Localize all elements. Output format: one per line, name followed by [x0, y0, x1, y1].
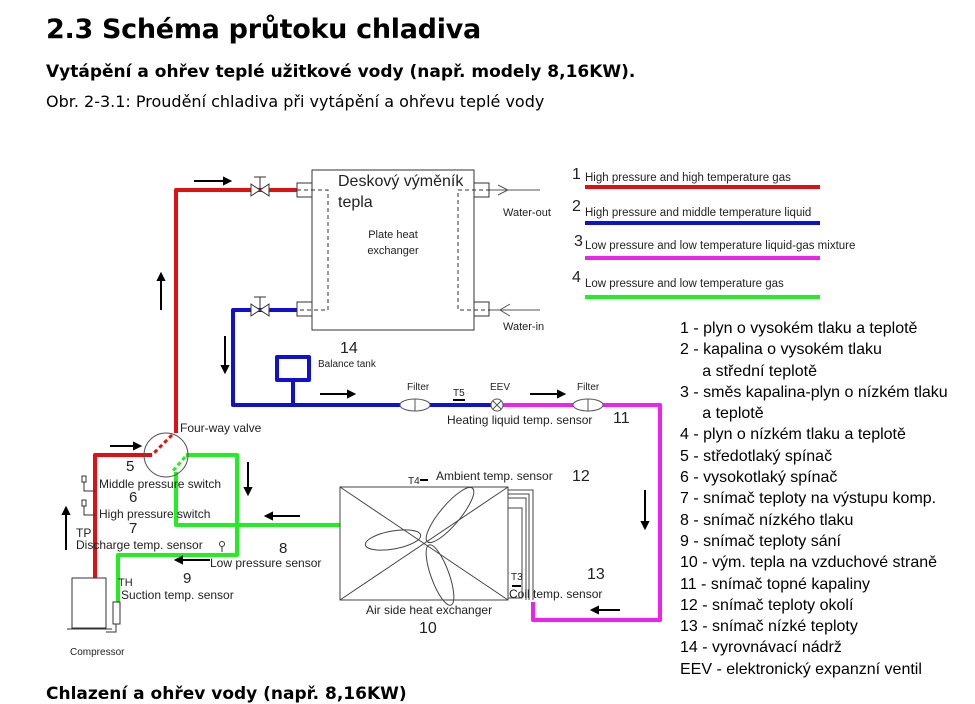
high-pressure-switch-label: High pressure switch [99, 507, 210, 521]
t4-label: T4 [408, 476, 420, 487]
compressor-label: Compressor [70, 647, 125, 658]
label-13: 13 [587, 566, 605, 583]
list-item: 2 - kapalina o vysokém tlaku [680, 341, 882, 359]
legend-num: 2 [572, 198, 581, 215]
legend-num: 3 [574, 233, 583, 250]
list-item: 7 - snímač teploty na výstupu komp. [680, 490, 937, 508]
ambient-sensor-label: Ambient temp. sensor [436, 469, 553, 483]
water-in-label: Water-in [503, 321, 544, 333]
t5-label: T5 [453, 388, 465, 399]
list-item: 13 - snímač nízké teploty [680, 618, 858, 636]
compressor [67, 577, 121, 633]
magenta-pipe [503, 403, 662, 622]
list-item: 14 - vyrovnávací nádrž [680, 639, 842, 657]
list-item: 4 - plyn o nízkém tlaku a teplotě [680, 426, 906, 444]
label-6: 6 [129, 489, 137, 506]
plate-hx-en-label: exchanger [367, 245, 419, 257]
label-10: 10 [419, 620, 437, 637]
green-dashed-valve [170, 456, 187, 473]
list-item: 5 - středotlaký spínač [680, 447, 833, 465]
section-subtitle: Vytápění a ohřev teplé užitkové vody (na… [46, 62, 636, 82]
label-8: 8 [279, 540, 287, 557]
th-label: TH [118, 577, 133, 589]
plate-hx-en-label: Plate heat [368, 229, 418, 241]
heating-sensor-number: 11 [613, 410, 630, 427]
component-list: 1 - plyn o vysokém tlaku a teplotě 2 - k… [680, 318, 948, 680]
legend-label: High pressure and middle temperature liq… [585, 207, 811, 219]
eev-label: EEV [490, 382, 510, 393]
suction-sensor-label: Suction temp. sensor [121, 588, 234, 602]
list-item: 8 - snímač nízkého tlaku [680, 511, 854, 529]
filter-label: Filter [407, 382, 430, 393]
heating-sensor-label: Heating liquid temp. sensor [447, 413, 592, 427]
t3-label: T3 [511, 572, 523, 583]
discharge-sensor-label: Discharge temp. sensor [76, 538, 203, 552]
stop-valve-icon [250, 176, 270, 197]
coil-sensor-label: Coil temp. sensor [509, 587, 602, 601]
green-pipe-suction [116, 525, 239, 602]
green-pipe-inner [174, 472, 237, 527]
list-item: 11 - snímač topné kapaliny [680, 575, 871, 593]
label-5: 5 [126, 458, 134, 475]
balance-tank-label: Balance tank [318, 359, 377, 370]
water-out-label: Water-out [503, 207, 551, 219]
list-item: a teplotě [680, 405, 764, 423]
stop-valve-icon [250, 296, 270, 317]
figure-caption: Obr. 2-3.1: Proudění chladiva při vytápě… [46, 92, 545, 111]
low-pressure-sensor-label: Low pressure sensor [210, 556, 321, 570]
list-item: 10 - vým. tepla na vzduchové straně [680, 554, 938, 572]
list-item: a střední teplotě [680, 362, 817, 380]
middle-pressure-switch-label: Middle pressure switch [99, 477, 221, 491]
four-way-valve-label: Four-way valve [180, 421, 262, 435]
plate-hx-cz-label: Deskový výměník [338, 173, 464, 190]
red-pipe-compressor [93, 453, 152, 578]
air-side-heat-exchanger [339, 486, 534, 606]
four-way-valve [143, 432, 189, 478]
list-item: 12 - snímač teploty okolí [680, 596, 854, 614]
label-7: 7 [129, 520, 137, 537]
red-dashed-valve [150, 433, 174, 457]
legend-num: 4 [572, 269, 581, 286]
legend-num: 1 [572, 166, 581, 183]
list-item: EEV - elektronický expanzní ventil [680, 660, 922, 678]
tp-label: TP [76, 526, 91, 540]
balance-tank [275, 355, 311, 382]
list-item: 1 - plyn o vysokém tlaku a teplotě [680, 320, 918, 337]
legend-label: Low pressure and low temperature liquid-… [585, 240, 855, 252]
air-hx-label: Air side heat exchanger [366, 603, 492, 617]
filter-label: Filter [577, 382, 600, 393]
balance-tank-number: 14 [340, 340, 358, 357]
legend: 1 High pressure and high temperature gas… [572, 166, 855, 299]
legend-label: High pressure and high temperature gas [585, 172, 791, 184]
list-item: 3 - směs kapalina-plyn o nízkém tlaku [680, 383, 948, 401]
page-title: 2.3 Schéma průtoku chladiva [46, 14, 481, 45]
list-item: 6 - vysokotlaký spínač [680, 469, 838, 487]
plate-hx-cz-label: tepla [338, 194, 373, 211]
legend-label: Low pressure and low temperature gas [585, 278, 784, 290]
green-pipe-main [186, 453, 340, 527]
label-9: 9 [183, 570, 191, 587]
label-12: 12 [572, 468, 590, 485]
next-section-heading: Chlazení a ohřev vody (např. 8,16KW) [46, 684, 407, 704]
list-item: 9 - snímač teploty sání [680, 532, 841, 550]
plate-heat-exchanger [311, 169, 475, 331]
